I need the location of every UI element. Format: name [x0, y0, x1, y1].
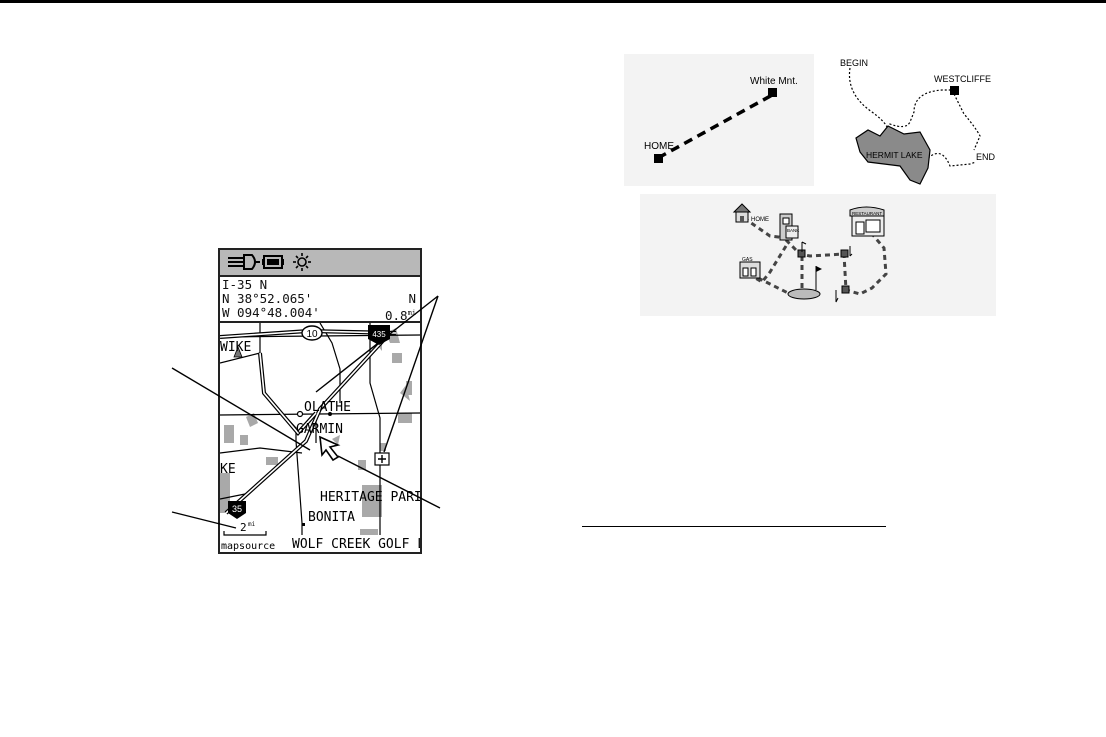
power-icon [228, 254, 260, 270]
airport-icon [233, 345, 243, 358]
map-canvas: 10 435 35 WIKE KE [220, 322, 420, 552]
hwy-435-shield: 435 [368, 325, 390, 345]
status-icons [228, 253, 311, 271]
begin-label: BEGIN [840, 58, 868, 68]
callout-line-scale [171, 511, 237, 529]
distance-readout: 0.8mi [385, 306, 416, 323]
map-label-city-west: WIKE [220, 340, 251, 355]
svg-text:2: 2 [240, 521, 247, 534]
hwy-35-shield: 35 [228, 501, 246, 519]
home-label-3: HOME [751, 217, 769, 223]
gps-map-page: I-35 N N 38°52.065' N W 094°48.004' 0.8m… [218, 248, 422, 554]
white-mnt-label: White Mnt. [750, 76, 798, 87]
svg-text:mi: mi [248, 521, 256, 528]
distance-unit: mi [407, 309, 416, 317]
callout-line-airport [383, 295, 439, 453]
position-arrow-icon [319, 435, 341, 462]
gas-station-icon [739, 261, 761, 279]
heading-value: N [408, 291, 416, 306]
westcliffe-waypoint [950, 86, 959, 95]
city-dot [328, 412, 332, 416]
callout-line-position [171, 367, 311, 451]
route-line-1 [657, 92, 775, 160]
label-backdrop [290, 535, 420, 552]
backlight-icon [293, 253, 311, 271]
route-maps-1-2: HOME White Mnt. BEGIN WESTCLIFFE HERMIT … [644, 54, 996, 186]
hwy-10-shield: 10 [301, 325, 323, 341]
map-label-olathe: OLATHE [304, 400, 351, 415]
latitude: N 38°52.065' [222, 291, 313, 306]
restaurant-building-icon [849, 206, 885, 237]
bank-building-icon [779, 213, 799, 241]
waypoint-3 [841, 285, 850, 294]
restaurant-label: RESTAURANT [852, 211, 882, 216]
gas-label: GAS [742, 257, 753, 263]
route-line-2c [953, 93, 981, 151]
map-view[interactable]: 10 435 35 WIKE KE [220, 322, 420, 552]
home-building-icon [732, 203, 752, 223]
westcliffe-label: WESTCLIFFE [934, 74, 991, 84]
map-label-garmin: GARMIN [296, 422, 343, 437]
hermit-lake-shape [855, 125, 931, 185]
svg-text:435: 435 [372, 330, 386, 339]
top-rule [0, 0, 1106, 3]
map-label-city-west-2: KE [220, 462, 236, 477]
mapsource-logo: mapsource [221, 541, 275, 552]
bank-label: BANK [787, 228, 799, 233]
route-map-3: HOME BANK GAS [732, 203, 888, 303]
route-examples-top: HOME White Mnt. BEGIN WESTCLIFFE HERMIT … [624, 54, 996, 186]
callout-line-olathe [315, 295, 439, 393]
white-mnt-waypoint [768, 88, 777, 97]
route-line-2b [885, 89, 952, 137]
golf-flag-icon [815, 266, 822, 290]
hermit-lake-label: HERMIT LAKE [866, 150, 923, 160]
map-label-heritage: HERITAGE PARI [320, 490, 420, 505]
svg-text:35: 35 [232, 504, 242, 514]
golf-green [787, 288, 821, 300]
route-line-3 [743, 216, 888, 296]
status-bar [220, 250, 420, 277]
distance-value: 0.8 [384, 308, 408, 324]
airport-icon-2 [374, 452, 390, 466]
flag-marker-icons [801, 241, 853, 303]
position-info: I-35 N N 38°52.065' N W 094°48.004' 0.8m… [220, 277, 420, 323]
road-name: I-35 N [222, 277, 268, 292]
longitude: W 094°48.004' [222, 305, 320, 320]
olathe-dot [296, 410, 304, 418]
route-examples-bottom: HOME BANK GAS [640, 194, 996, 316]
waypoint-2 [840, 249, 849, 258]
battery-icon [262, 255, 284, 269]
svg-text:10: 10 [306, 329, 318, 340]
mapsource-backdrop [220, 538, 278, 552]
end-label: END [976, 152, 996, 162]
map-scale: 2 mi [223, 521, 267, 536]
home-label: HOME [644, 141, 674, 152]
bonita-dot [302, 523, 305, 526]
route-line-2d [927, 152, 977, 167]
home-waypoint [654, 154, 663, 163]
map-label-bonita: BONITA [308, 510, 355, 525]
panel-gap [814, 54, 826, 186]
callout-line-garmin [337, 455, 441, 509]
map-label-wolf-creek: WOLF CREEK GOLF L [292, 537, 420, 552]
section-rule [582, 526, 886, 527]
